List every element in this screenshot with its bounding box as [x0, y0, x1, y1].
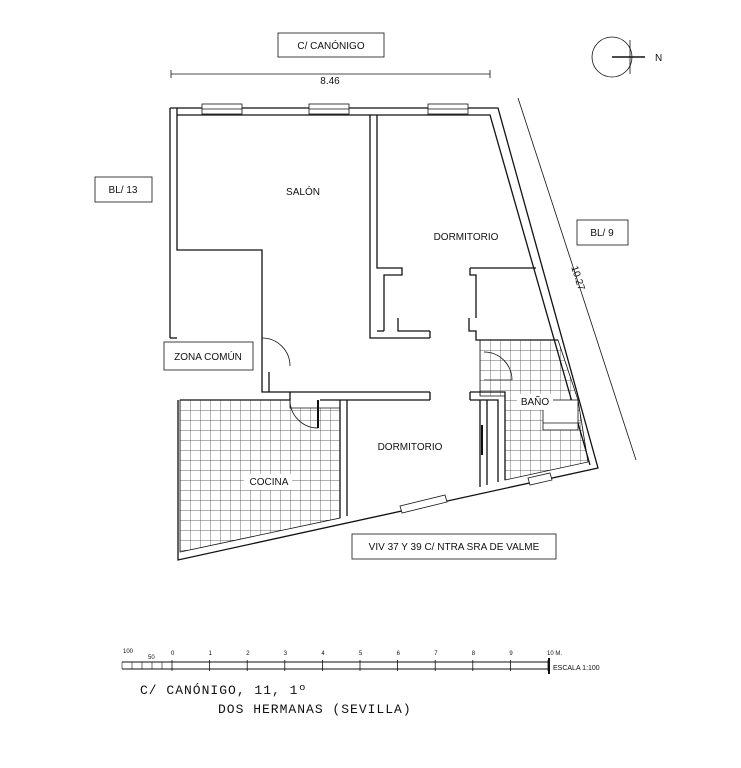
scale-tick-label: 6 [397, 651, 401, 657]
address-line-2: DOS HERMANAS (SEVILLA) [218, 702, 412, 717]
height-dimension [517, 97, 637, 461]
bl13-box [94, 176, 153, 203]
scale-label-50: 50 [148, 655, 155, 661]
scale-tick-label: 7 [434, 651, 438, 657]
scale-bar [122, 658, 550, 674]
bl9-label: BL/ 9 [590, 228, 614, 239]
room-label-bano: BAÑO [521, 395, 550, 408]
north-label: N [655, 53, 662, 64]
scale-tick-label: 10 M. [547, 651, 562, 657]
bl13-label: BL/ 13 [109, 185, 138, 196]
doors [261, 337, 513, 455]
scale-tick-label: 0 [171, 651, 175, 657]
scale-tick-label: 2 [246, 651, 250, 657]
room-label-salon: SALÓN [286, 185, 320, 198]
scale-tick-label: 1 [209, 651, 213, 657]
height-dimension-label: 10.27 [568, 265, 586, 293]
street-label-box [277, 32, 385, 58]
zona-comun-box [163, 341, 254, 371]
scale-tick-label: 3 [284, 651, 288, 657]
zona-comun-label: ZONA COMÚN [174, 350, 242, 363]
scale-tick-label: 5 [359, 651, 363, 657]
room-label-dormitorio-2: DORMITORIO [378, 442, 443, 453]
room-label-cocina: COCINA [250, 477, 289, 488]
scale-tick-label: 4 [321, 651, 325, 657]
bottom-windows [399, 472, 553, 514]
room-label-dormitorio-1: DORMITORIO [434, 232, 499, 243]
scale-caption: ESCALA 1:100 [553, 665, 600, 672]
north-arrow-icon [591, 36, 645, 78]
width-dimension-label: 8.46 [320, 76, 340, 87]
scale-tick-label: 9 [509, 651, 513, 657]
street-label: C/ CANÓNIGO [297, 39, 364, 52]
top-windows [201, 103, 469, 115]
viv-label: VIV 37 Y 39 C/ NTRA SRA DE VALME [369, 542, 540, 553]
width-dimension [170, 70, 491, 78]
scale-tick-label: 8 [472, 651, 476, 657]
interior-walls [180, 115, 580, 518]
viv-label-box [351, 533, 557, 560]
outer-walls [169, 107, 599, 561]
scale-label-100: 100 [123, 649, 134, 655]
address-line-1: C/ CANÓNIGO, 11, 1º [140, 683, 307, 698]
bl9-box [576, 219, 629, 246]
